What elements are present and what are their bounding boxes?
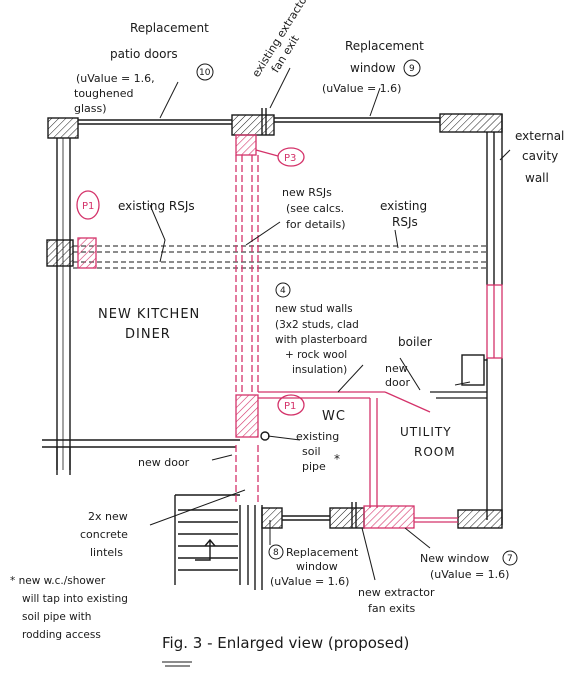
window7-line2: (uValue = 1.6) [430,568,509,581]
window8-line3: (uValue = 1.6) [270,575,349,588]
stud-line5: insulation) [292,364,347,376]
svg-text:UTILITY ROOM: UTILITY ROOM [400,425,456,459]
window9-line3: (uValue = 1.6) [322,82,401,95]
svg-text:new RSJs (see calcs. f: new RSJs (see calcs. for details) [282,186,348,231]
window8-line1: Replacement [286,546,359,559]
stud-line2: (3x2 studs, clad [275,319,359,331]
soil-line2: soil [302,445,321,458]
tag-p3: P3 [284,153,296,164]
rsj-right-line1: existing [380,199,427,213]
figure-caption: Fig. 3 - Enlarged view (proposed) [162,634,409,652]
lintels-line2: concrete [80,528,128,541]
room-kitchen-line1: NEW KITCHEN [98,307,200,322]
new-works [76,134,503,529]
rsj-new-line2: (see calcs. [286,202,344,215]
stud-line4: + rock wool [285,349,347,361]
new-door-left-label: new door [138,456,190,469]
new-door-right-line1: new [385,362,408,375]
svg-text:new extractor fan exits: new extractor fan exits [358,586,438,615]
rsj-new-line1: new RSJs [282,186,332,199]
window7-number-circle [502,550,518,566]
footnote-line2: will tap into existing [22,593,128,605]
room-utility-line1: UTILITY [400,425,452,439]
soil-line3: pipe [302,460,326,473]
window9-number: 9 [409,64,415,74]
boiler-label: boiler [398,335,432,349]
existing-rsjs [73,245,487,269]
svg-text:* new w.c./shower will tap: * new w.c./shower will tap into existing… [10,575,131,641]
ext-wall-line1: external [515,129,564,143]
lintels-line1: 2x new [88,510,128,523]
footnote-line3: soil pipe with [22,611,91,623]
window7-number: 7 [507,554,513,564]
patio-label-line1: Replacement [130,21,209,35]
room-kitchen-line2: DINER [125,327,171,342]
svg-text:new stud walls (3x2 studs,: new stud walls (3x2 studs, clad with pla… [275,303,371,376]
stud-line1: new stud walls [275,303,353,315]
patio-number: 10 [199,68,211,78]
tag-p1-left: P1 [82,201,94,212]
stud-number-circle [275,282,291,298]
leader-lines [149,67,511,581]
new-door-right-line2: door [385,376,410,389]
rsj-left-label: existing RSJs [118,199,195,213]
patio-label-line4: toughened [74,87,133,100]
extractor-bottom-line2: fan exits [368,602,416,615]
window8-number-circle [268,544,284,560]
extractor-bottom-line1: new extractor [358,586,435,599]
window9-line1: Replacement [345,39,424,53]
ext-wall-line3: wall [525,171,549,185]
window8-number: 8 [273,548,279,558]
svg-text:existing soil pipe: existing soil pipe [296,430,343,473]
svg-text:(uValue = 1.6, toughened: (uValue = 1.6, toughened glass) [74,72,158,115]
tag-p1-mid: P1 [284,401,296,412]
patio-label-line3: (uValue = 1.6, [76,72,155,85]
footnote-line4: rodding access [22,629,101,641]
svg-text:Replacement patio doors: Replacement patio doors [110,21,213,61]
patio-label-line2: patio doors [110,47,178,61]
room-utility-line2: ROOM [414,445,456,459]
lintels-line3: lintels [90,546,123,559]
stud-line3: with plasterboard [275,334,367,346]
svg-text:existing extractor fan exi: existing extractor fan exit [250,0,326,87]
soil-line1: existing [296,430,339,443]
svg-text:Replacement window: Replacement window [345,39,428,75]
window7-line1: New window [420,552,489,565]
soil-asterisk: * [334,452,340,466]
existing-walls [42,108,503,590]
footnote-line1: * new w.c./shower [10,575,106,587]
window9-number-circle [403,59,421,77]
window9-line2: window [350,61,396,75]
svg-text:existing RSJs: existing RSJs [380,199,431,229]
svg-text:NEW KITCHEN DINER: NEW KITCHEN DINER [98,307,205,342]
patio-label-line5: glass) [74,102,107,115]
window8-line2: window [296,560,338,573]
patio-number-circle [196,63,214,81]
svg-text:new door: new door [385,362,411,389]
room-wc: WC [322,409,346,424]
rsj-right-line2: RSJs [392,215,418,229]
svg-text:external cavity wall: external cavity wall [515,129,568,185]
stud-number: 4 [280,286,286,296]
svg-text:2x new concrete lintel: 2x new concrete lintels [80,510,131,559]
svg-text:Replacement window (uV: Replacement window (uValue = 1.6) [270,546,362,588]
ext-wall-line2: cavity [522,149,558,163]
rsj-new-line3: for details) [286,218,346,231]
